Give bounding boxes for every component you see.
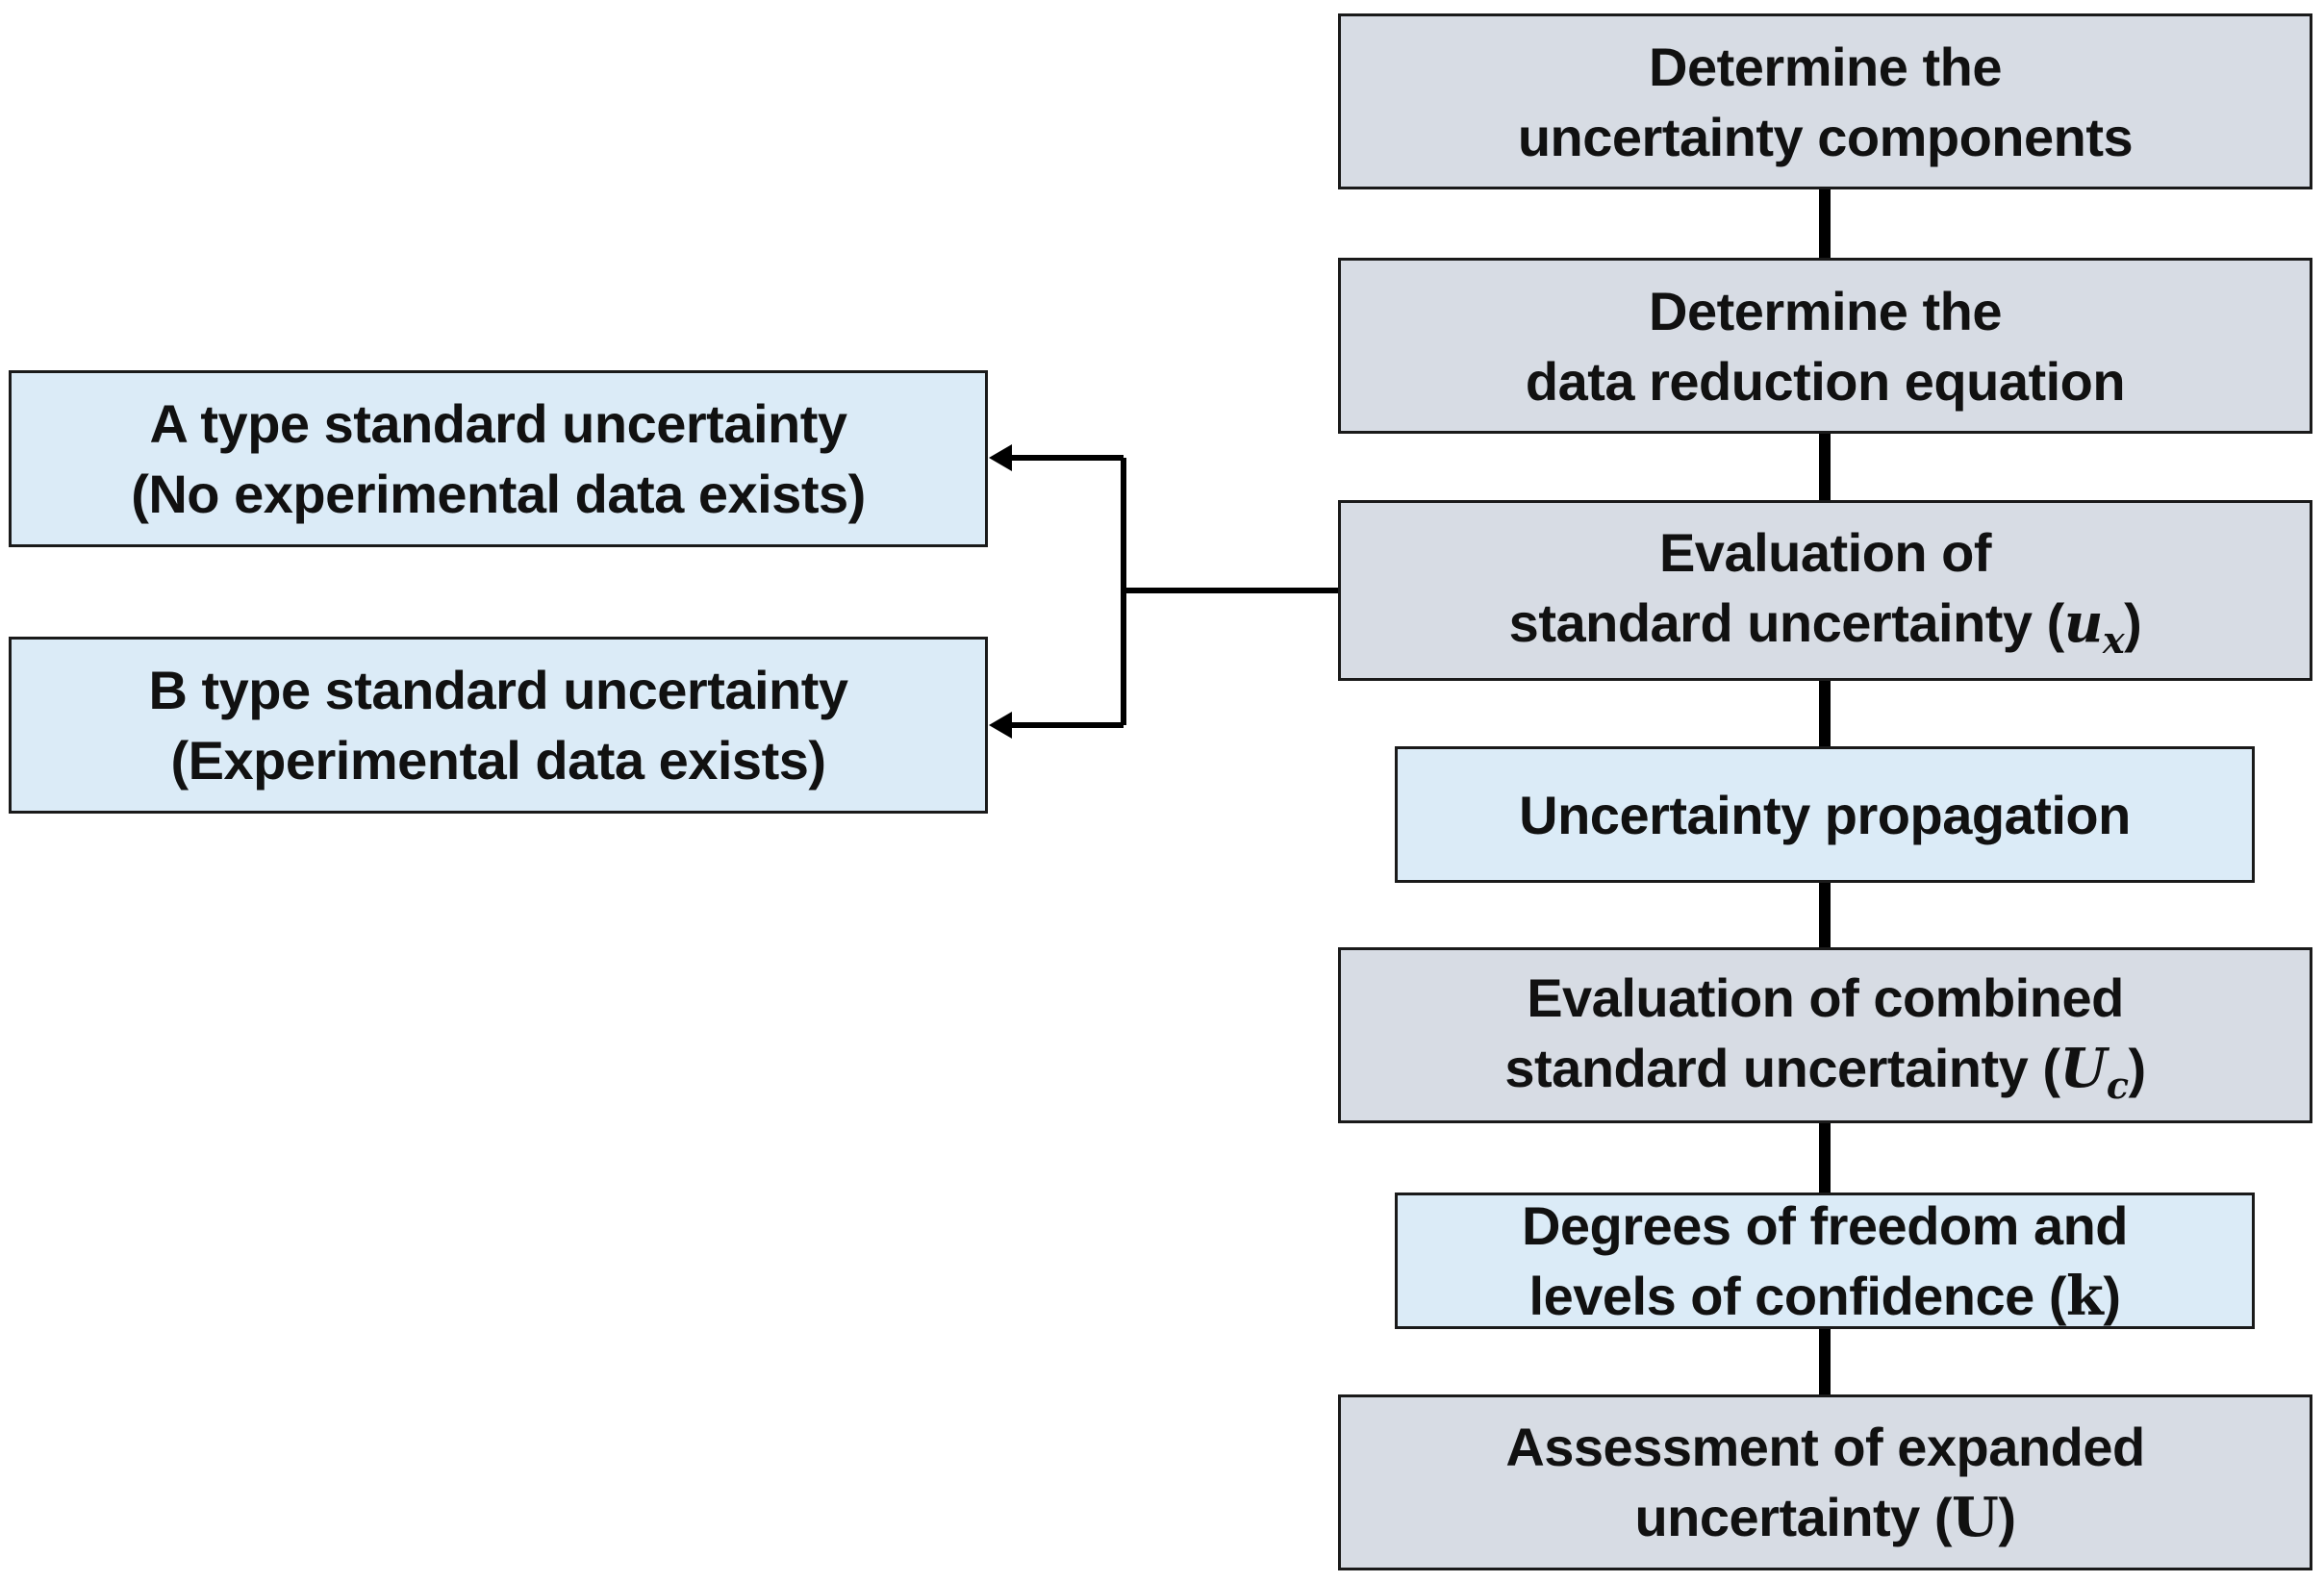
subscript-c: c bbox=[2106, 1063, 2129, 1107]
step-5-line-2: standard uncertainty (Uc) bbox=[1504, 1033, 2146, 1109]
step-6-line-1: Degrees of freedom and bbox=[1521, 1194, 2129, 1256]
a-type-line-2: (No experimental data exists) bbox=[131, 464, 866, 524]
step-evaluation-standard-uncertainty: Evaluation of standard uncertainty (ux) bbox=[1338, 500, 2312, 681]
step-3-line-2: standard uncertainty (ux) bbox=[1509, 588, 2142, 664]
symbol-k: k bbox=[2066, 1264, 2104, 1328]
step-3-line-1: Evaluation of bbox=[1658, 522, 1992, 583]
step-6-close-paren: ) bbox=[2103, 1265, 2121, 1326]
step-degrees-of-freedom: Degrees of freedom and levels of confide… bbox=[1395, 1193, 2255, 1329]
step-5-close-paren: ) bbox=[2128, 1037, 2146, 1098]
step-combined-standard-uncertainty: Evaluation of combined standard uncertai… bbox=[1338, 947, 2312, 1123]
arrowhead-a-type bbox=[989, 444, 1012, 471]
step-2-line-1: Determine the bbox=[1649, 280, 2002, 341]
symbol-u: u bbox=[2063, 591, 2104, 655]
step-uncertainty-propagation: Uncertainty propagation bbox=[1395, 746, 2255, 883]
b-type-line-2: (Experimental data exists) bbox=[170, 730, 826, 791]
symbol-U: U bbox=[2059, 1036, 2107, 1100]
step-5-line-1: Evaluation of combined bbox=[1527, 967, 2124, 1028]
step-determine-components: Determine the uncertainty components bbox=[1338, 13, 2312, 189]
step-7-line-2: uncertainty (U) bbox=[1634, 1482, 2016, 1553]
step-2-line-2: data reduction equation bbox=[1525, 350, 2126, 412]
step-6-line-2-text: levels of confidence ( bbox=[1528, 1265, 2067, 1326]
b-type-standard-uncertainty-box: B type standard uncertainty (Experimenta… bbox=[9, 637, 988, 814]
step-1-line-2: uncertainty components bbox=[1517, 106, 2134, 167]
step-7-line-2-text: uncertainty ( bbox=[1634, 1487, 1953, 1547]
step-7-close-paren: ) bbox=[1998, 1487, 2016, 1547]
step-expanded-uncertainty: Assessment of expanded uncertainty (U) bbox=[1338, 1394, 2312, 1570]
step-determine-equation: Determine the data reduction equation bbox=[1338, 258, 2312, 434]
b-type-line-1: B type standard uncertainty bbox=[148, 660, 848, 720]
step-3-close-paren: ) bbox=[2124, 592, 2142, 653]
subscript-x: x bbox=[2103, 618, 2125, 662]
step-3-line-2-text: standard uncertainty ( bbox=[1508, 592, 2065, 653]
step-7-line-1: Assessment of expanded bbox=[1505, 1417, 2145, 1477]
arrowhead-b-type bbox=[989, 712, 1012, 739]
a-type-line-1: A type standard uncertainty bbox=[149, 393, 847, 454]
step-1-line-1: Determine the bbox=[1649, 36, 2002, 97]
symbol-U-expanded: U bbox=[1952, 1486, 1999, 1549]
a-type-standard-uncertainty-box: A type standard uncertainty (No experime… bbox=[9, 370, 988, 547]
step-6-line-2: levels of confidence (k) bbox=[1529, 1261, 2121, 1332]
step-4-line-1: Uncertainty propagation bbox=[1519, 784, 2131, 845]
step-5-line-2-text: standard uncertainty ( bbox=[1504, 1037, 2060, 1098]
